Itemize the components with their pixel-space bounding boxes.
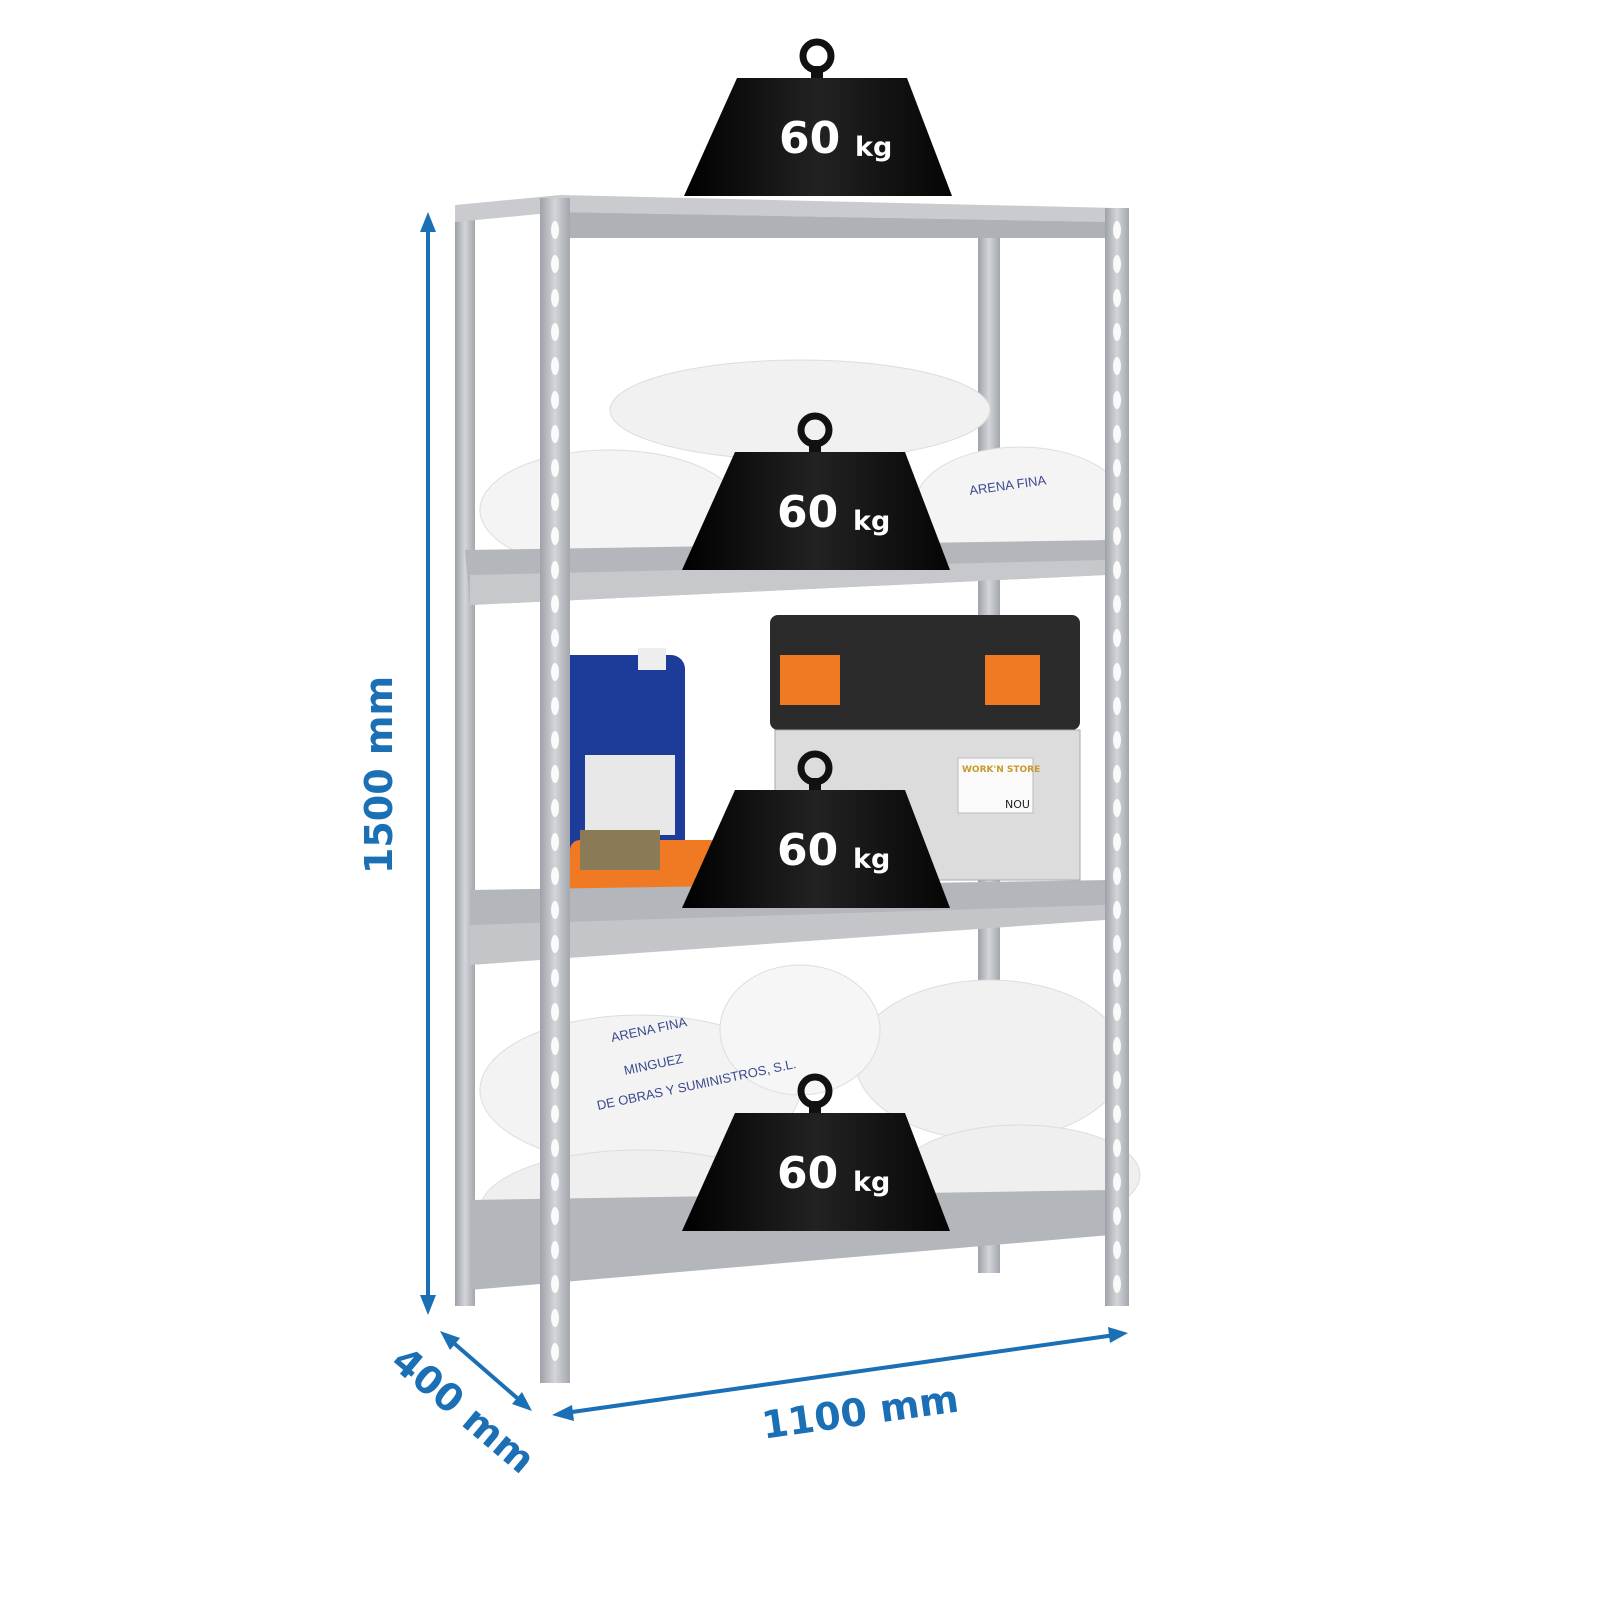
post-hole (551, 867, 559, 885)
post-hole (1113, 561, 1121, 579)
weight-value: 60 (777, 825, 838, 876)
post-hole (1113, 731, 1121, 749)
dimension-depth: 400 mm (383, 1331, 543, 1482)
post-hole (1113, 867, 1121, 885)
post-hole (551, 323, 559, 341)
shelf-2 (465, 540, 1110, 605)
weight-unit: kg (853, 506, 890, 537)
post-hole (1113, 1173, 1121, 1191)
post-hole (551, 1105, 559, 1123)
height-label: 1500 mm (357, 676, 401, 874)
post-hole (1113, 391, 1121, 409)
post-hole (551, 799, 559, 817)
post-hole (1113, 833, 1121, 851)
post-hole (551, 289, 559, 307)
post-hole (1113, 357, 1121, 375)
post-hole (551, 969, 559, 987)
post-hole (551, 527, 559, 545)
weight-unit: kg (853, 844, 890, 875)
post-hole (1113, 629, 1121, 647)
post-hole (551, 221, 559, 239)
post-hole (551, 935, 559, 953)
post-hole (1113, 425, 1121, 443)
post-hole (551, 1207, 559, 1225)
post-hole (1113, 969, 1121, 987)
width-label: 1100 mm (759, 1377, 961, 1448)
depth-label: 400 mm (383, 1338, 543, 1482)
post-hole (1113, 663, 1121, 681)
post-hole (1113, 1037, 1121, 1055)
front-right-post (1105, 208, 1129, 1306)
post-hole (1113, 221, 1121, 239)
toolbox-brand: NOU (1005, 798, 1030, 811)
post-hole (551, 833, 559, 851)
post-hole (551, 493, 559, 511)
front-left-post (540, 198, 570, 1383)
post-hole (1113, 1003, 1121, 1021)
post-hole (551, 391, 559, 409)
post-hole (1113, 1207, 1121, 1225)
post-hole (1113, 289, 1121, 307)
post-hole (1113, 1139, 1121, 1157)
post-hole (551, 425, 559, 443)
post-hole (551, 1309, 559, 1327)
post-hole (1113, 765, 1121, 783)
post-hole (551, 561, 559, 579)
post-hole (1113, 1275, 1121, 1293)
post-hole (551, 595, 559, 613)
post-hole (1113, 459, 1121, 477)
post-hole (551, 1139, 559, 1157)
post-hole (551, 1037, 559, 1055)
weight-icon: 60 kg (682, 412, 950, 570)
post-hole (551, 901, 559, 919)
sand-bags-shelf-2: ARENA FINA (479, 359, 1126, 571)
post-hole (1113, 493, 1121, 511)
post-hole (551, 663, 559, 681)
post-hole (1113, 1105, 1121, 1123)
post-hole (1113, 697, 1121, 715)
weight-icon: 60 kg (682, 750, 950, 908)
weight-unit: kg (853, 1167, 890, 1198)
post-hole (1113, 901, 1121, 919)
post-hole (1113, 935, 1121, 953)
weight-unit: kg (855, 132, 892, 163)
shelf-4 (470, 1190, 1110, 1290)
post-hole (551, 1343, 559, 1361)
post-hole (1113, 323, 1121, 341)
weight-icon: 60 kg (682, 1073, 950, 1231)
dimension-height: 1500 mm (357, 212, 436, 1315)
post-hole (551, 1071, 559, 1089)
post-hole (551, 1275, 559, 1293)
post-hole (1113, 1241, 1121, 1259)
back-left-post (455, 208, 475, 1306)
post-hole (1113, 527, 1121, 545)
dimension-width: 1100 mm (552, 1327, 1128, 1448)
post-hole (551, 357, 559, 375)
post-hole (551, 1241, 559, 1259)
shelf-top (455, 195, 1115, 238)
post-hole (1113, 799, 1121, 817)
post-hole (551, 255, 559, 273)
post-hole (551, 765, 559, 783)
weight-value: 60 (779, 113, 840, 164)
weight-value: 60 (777, 487, 838, 538)
post-hole (1113, 595, 1121, 613)
toolbox-label: WORK'N STORE (962, 765, 1040, 775)
post-hole (551, 731, 559, 749)
post-hole (551, 697, 559, 715)
weight-icon: 60 kg (684, 38, 952, 196)
post-hole (551, 1003, 559, 1021)
post-hole (551, 629, 559, 647)
post-hole (551, 459, 559, 477)
post-hole (551, 1173, 559, 1191)
weight-value: 60 (777, 1148, 838, 1199)
shelf-3 (470, 880, 1110, 965)
post-hole (1113, 1071, 1121, 1089)
post-hole (1113, 255, 1121, 273)
